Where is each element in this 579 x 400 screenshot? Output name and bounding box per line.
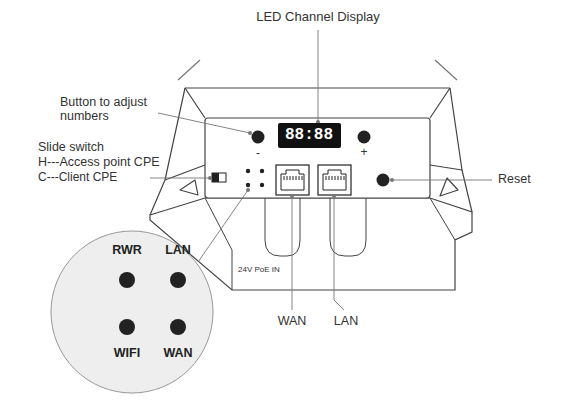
- antenna-edge: [178, 60, 457, 80]
- leader-lines: [150, 30, 492, 310]
- plus-sign: +: [360, 146, 367, 160]
- display-digits: 88:88: [285, 127, 333, 145]
- slide-switch: [212, 173, 226, 182]
- led-display: 88:88: [278, 123, 341, 148]
- cable-tab: [265, 198, 300, 256]
- led-dot: [119, 272, 135, 288]
- power-label: 24V PoE IN: [238, 265, 280, 274]
- led-dot: [170, 272, 186, 288]
- display-label: LED Channel Display: [256, 10, 380, 25]
- left-side: [150, 88, 185, 215]
- rim-line: [185, 87, 450, 88]
- led-group: [246, 169, 264, 187]
- led-name: WIFI: [114, 347, 140, 361]
- rim-slant: [185, 88, 450, 118]
- reset-label: Reset: [498, 172, 531, 186]
- indicator-inset: RWR LAN WIFI WAN: [50, 230, 214, 394]
- inset-circle: [51, 231, 213, 393]
- led-dot: [170, 319, 186, 335]
- led-name: WAN: [163, 347, 192, 361]
- right-side: [450, 88, 472, 212]
- panel-face: [205, 118, 430, 198]
- port-label: LAN: [334, 314, 358, 328]
- switch-label: Slide switch: [38, 140, 104, 154]
- minus-button: [252, 131, 265, 144]
- minus-sign: -: [256, 147, 260, 161]
- lan-port: [318, 165, 351, 195]
- leader-dots: [208, 120, 394, 198]
- plus-button: [358, 131, 371, 144]
- cable-tab: [330, 198, 366, 256]
- wan-port: [276, 165, 309, 195]
- mode-label: H---Access point CPE: [38, 155, 160, 169]
- port-label: WAN: [278, 314, 307, 328]
- slide-knob: [212, 173, 219, 182]
- mode-label: C---Client CPE: [38, 171, 117, 185]
- body-edge: [205, 198, 455, 290]
- led-dot: [119, 319, 135, 335]
- reset-button: [377, 174, 390, 187]
- led-name: RWR: [112, 244, 142, 258]
- led-name: LAN: [165, 244, 191, 258]
- button-label: Button to adjust numbers: [60, 95, 160, 124]
